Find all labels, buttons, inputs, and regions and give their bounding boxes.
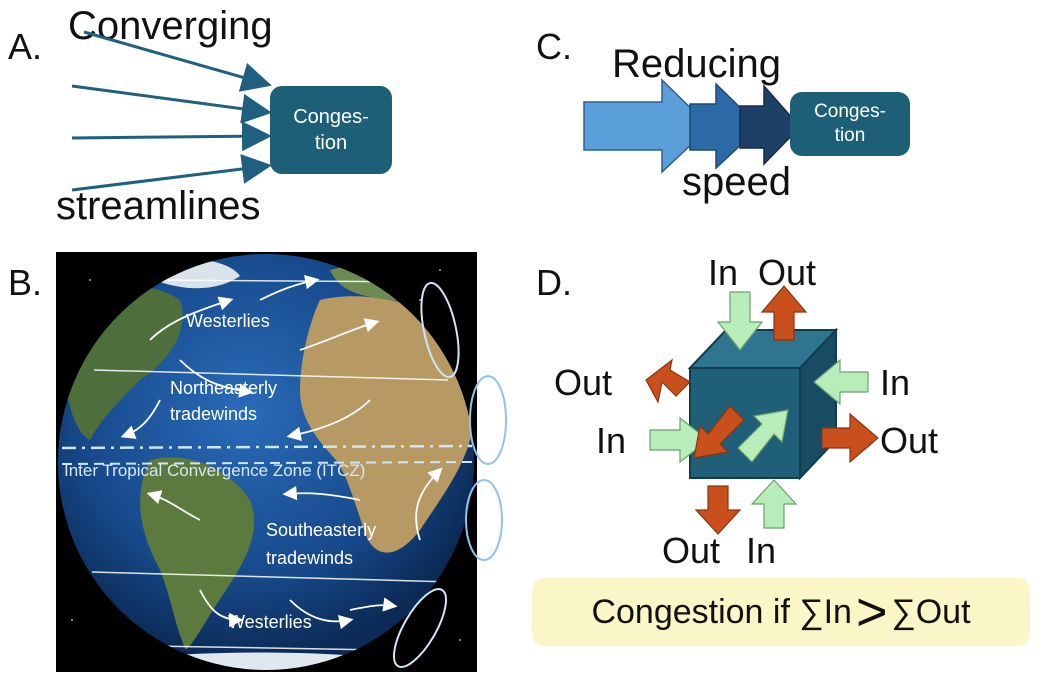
lat-line-3	[91, 571, 453, 583]
congestion-c-line2: tion	[834, 125, 866, 146]
panel-d-letter: D.	[536, 262, 572, 303]
polar-cell-south	[393, 588, 447, 668]
panel-a-letter: A.	[8, 26, 43, 67]
westerly-arrow-n2	[299, 318, 380, 351]
se-trade-arrow-1	[282, 485, 361, 501]
speed-arrow-1	[583, 78, 712, 174]
streamline-3	[71, 121, 272, 152]
hadley-cell-north	[469, 375, 507, 465]
arrow-top-in	[716, 291, 764, 351]
streamline-4	[71, 154, 272, 192]
ne-trade-arrow-1	[286, 399, 371, 441]
westerly-arrow-s1	[199, 589, 244, 628]
hadley-cell-south	[465, 479, 503, 561]
arrow-left-out	[645, 358, 691, 404]
speed-arrow-3	[739, 84, 802, 166]
panel-b-letter: B.	[8, 262, 43, 303]
formula-suffix: ∑Out	[891, 592, 971, 631]
arrow-bottom-in	[750, 479, 798, 529]
lat-line-4	[149, 645, 383, 651]
westerlies-south-label: Westerlies	[228, 612, 312, 632]
congestion-box-c: Conges- tion	[790, 92, 910, 156]
se-trade-arrow-2	[415, 467, 443, 541]
se-trades-label-2: tradewinds	[266, 548, 353, 568]
itcz-line-2	[61, 461, 473, 465]
se-trade-arrow-3	[146, 490, 201, 521]
left-out-label: Out	[554, 362, 613, 403]
left-in-label: In	[596, 420, 627, 461]
se-trades-label-1: Southeasterly	[266, 520, 376, 540]
itcz-label: Inter Tropical Convergence Zone (ITCZ)	[64, 461, 365, 480]
south-america-landmass	[140, 457, 255, 650]
arrow-bottom-out	[694, 485, 742, 535]
right-out-label: Out	[880, 420, 939, 461]
arrow-inside-out	[693, 405, 745, 459]
congestion-a-line1: Conges-	[293, 106, 369, 128]
speed-arrow-2	[689, 82, 762, 170]
ne-trade-arrow-3	[120, 399, 161, 439]
arrow-right-in	[813, 358, 869, 406]
polar-cell-north	[420, 281, 460, 379]
westerly-arrow-n1	[149, 296, 234, 341]
westerly-arrow-n3	[259, 275, 320, 301]
arrow-left-in	[649, 416, 709, 464]
panel-c-letter: C.	[536, 26, 572, 67]
streamline-1	[83, 30, 272, 92]
speed-label: speed	[682, 160, 791, 204]
itcz-line	[61, 444, 473, 450]
ne-trades-label-1: Northeasterly	[170, 378, 277, 398]
right-in-label: In	[880, 362, 911, 403]
congestion-formula-box: Congestion if ∑In > ∑Out	[532, 578, 1030, 646]
converging-label: Converging	[68, 4, 273, 48]
top-out-label: Out	[758, 252, 817, 293]
westerly-arrow-s2	[289, 599, 354, 630]
reducing-label: Reducing	[612, 42, 782, 86]
congestion-c-line1: Conges-	[814, 101, 886, 123]
congestion-a-line2: tion	[314, 132, 348, 154]
bottom-in-label: In	[746, 530, 777, 571]
streamlines-label: streamlines	[56, 184, 261, 228]
arrow-inside-in	[737, 409, 789, 463]
westerlies-north-label: Westerlies	[186, 311, 270, 331]
africa-landmass	[300, 296, 474, 553]
arrow-top-out	[760, 285, 808, 341]
top-in-label: In	[708, 252, 739, 293]
stars	[71, 269, 461, 641]
formula-greater-than: >	[855, 582, 888, 642]
arrow-right-out	[821, 412, 879, 464]
formula-prefix: Congestion if ∑In	[591, 592, 852, 631]
congestion-box-a: Conges- tion	[270, 86, 392, 174]
streamline-2	[71, 84, 272, 124]
ne-trade-arrow-2	[179, 359, 254, 398]
lat-line-2	[93, 369, 449, 381]
bottom-out-label: Out	[662, 530, 721, 571]
westerly-arrow-s3	[349, 597, 398, 612]
ne-trades-label-2: tradewinds	[170, 404, 257, 424]
